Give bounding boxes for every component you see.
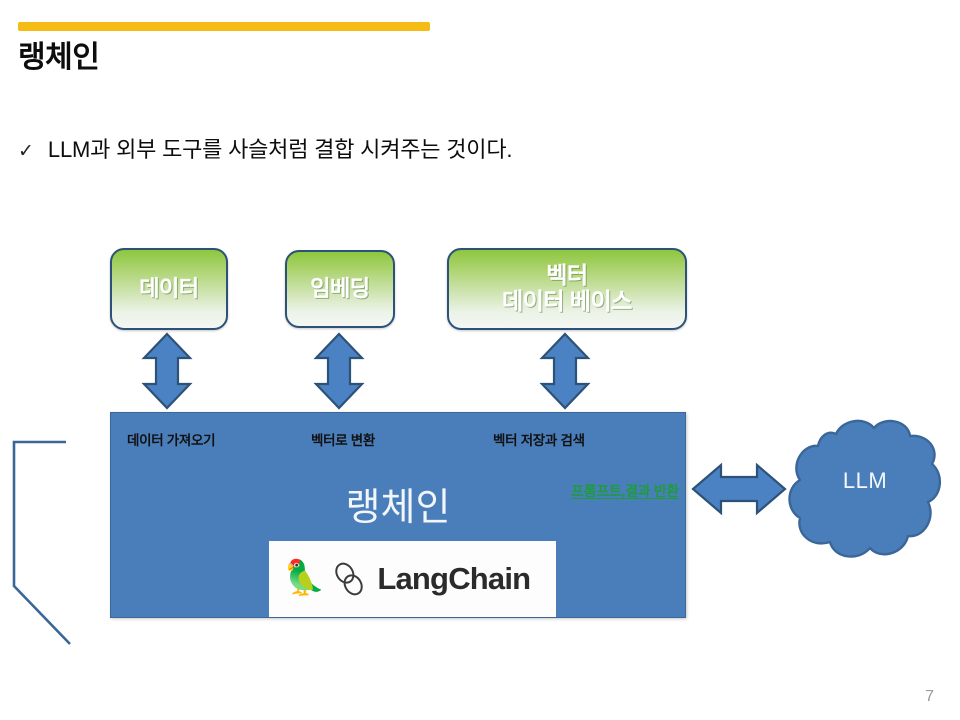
arrow-vectordb-to-process: [539, 332, 591, 410]
source-box-data[interactable]: 데이터: [110, 248, 228, 330]
title-accent-rule: [18, 22, 430, 31]
source-box-label: 데이터: [139, 275, 199, 301]
source-box-label: 벡터 데이터 베이스: [502, 262, 632, 314]
llm-cloud-shape[interactable]: [784, 414, 946, 564]
source-box-embedding[interactable]: 임베딩: [285, 250, 395, 328]
langchain-wordmark: LangChain: [377, 561, 531, 596]
bullet-text: LLM과 외부 도구를 사슬처럼 결합 시켜주는 것이다.: [47, 137, 513, 162]
prompt-return-label: 프롬프트,결과 반환: [571, 483, 679, 499]
left-bracket-shape: [12, 440, 71, 645]
source-box-vector-database[interactable]: 벡터 데이터 베이스: [447, 248, 687, 330]
parrot-icon: 🦜: [283, 559, 326, 597]
process-step-label-store-search: 벡터 저장과 검색: [493, 433, 585, 448]
chain-link-icon: [335, 562, 364, 596]
arrow-process-to-llm: [691, 462, 787, 516]
llm-label: LLM: [842, 468, 888, 493]
page-number: 7: [925, 688, 934, 705]
process-step-label-vectorize: 벡터로 변환: [311, 433, 376, 448]
source-box-label: 임베딩: [310, 275, 370, 301]
arrow-embedding-to-process: [313, 332, 365, 410]
checkmark-icon: ✓: [18, 141, 34, 162]
page-title: 랭체인: [18, 41, 100, 74]
bullet-list-item: ✓ LLM과 외부 도구를 사슬처럼 결합 시켜주는 것이다.: [18, 132, 512, 164]
process-box-title: 랭체인: [345, 487, 451, 529]
langchain-process-box[interactable]: 데이터 가져오기 벡터로 변환 벡터 저장과 검색 프롬프트,결과 반환 랭체인…: [110, 412, 686, 618]
arrow-data-to-process: [141, 332, 193, 410]
langchain-logo: 🦜 LangChain: [269, 541, 556, 617]
process-step-label-ingest: 데이터 가져오기: [127, 433, 216, 448]
